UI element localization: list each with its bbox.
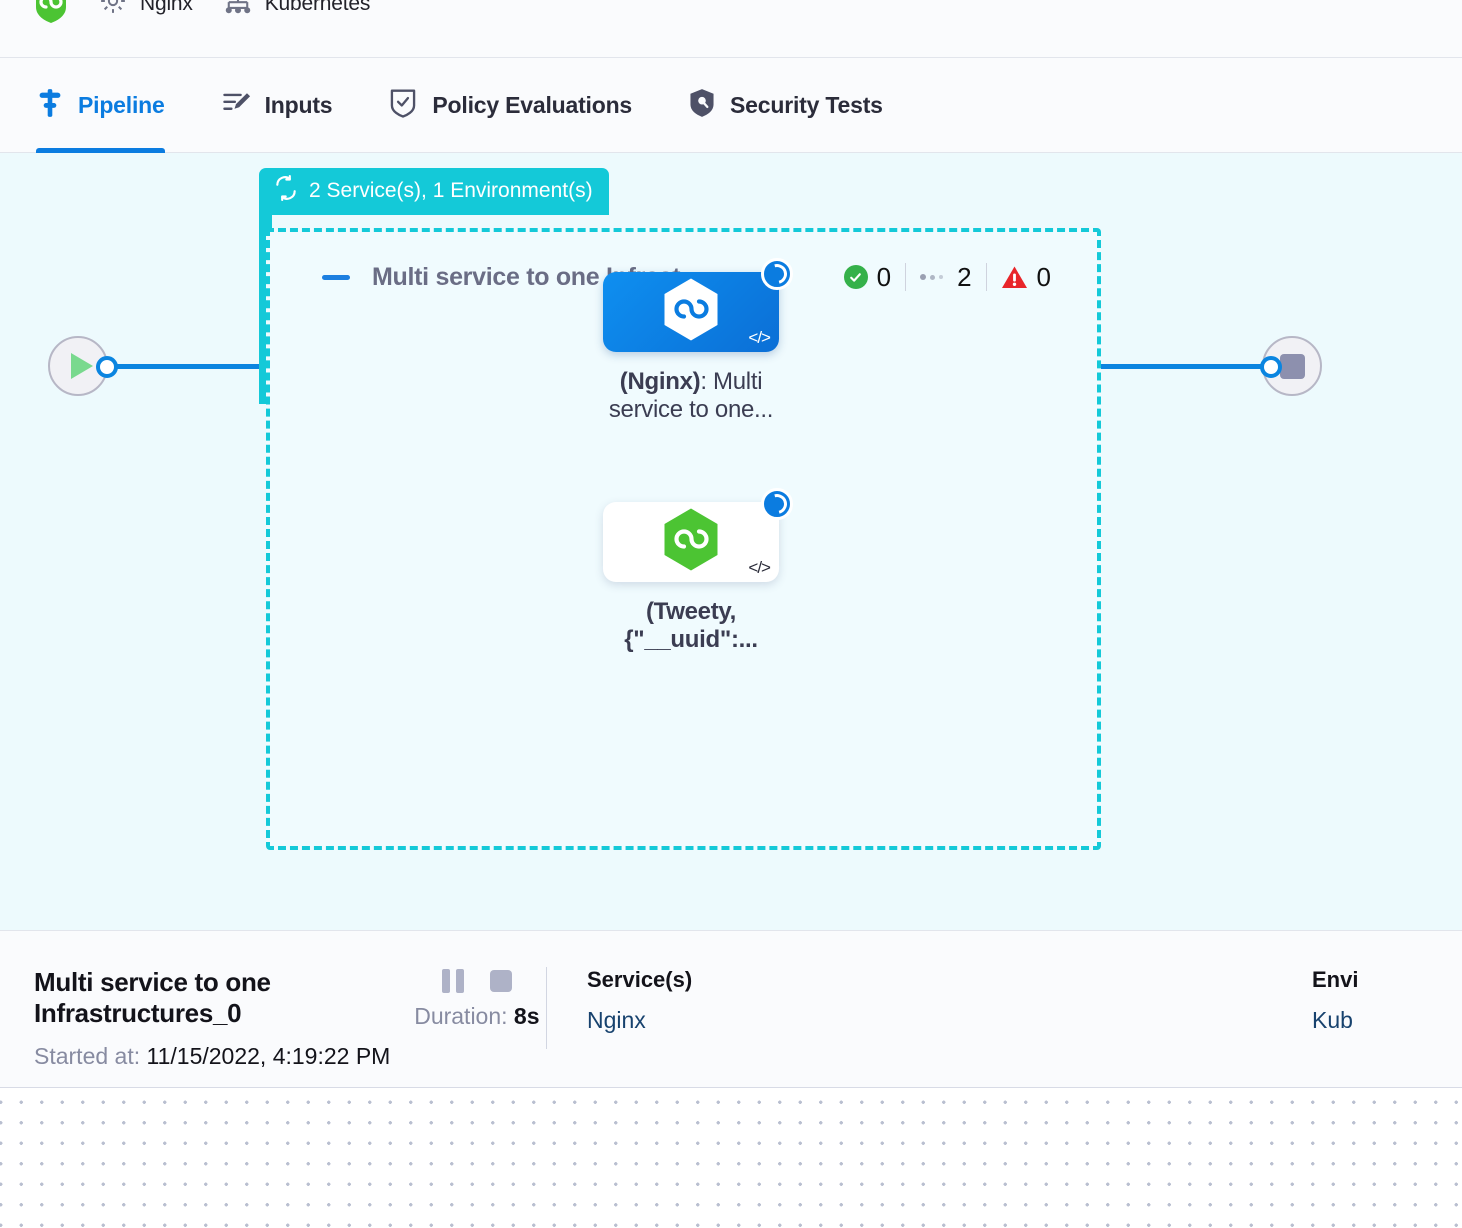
group-container[interactable]: Multi service to one Infrast... 0 [266, 228, 1101, 850]
group-badge[interactable]: 2 Service(s), 1 Environment(s) [259, 168, 609, 215]
counter-success-value: 0 [876, 261, 892, 292]
start-node-port[interactable] [96, 356, 118, 378]
kubernetes-icon [223, 0, 253, 21]
edge-group-to-end [1101, 364, 1271, 369]
breadcrumb-label-nginx: Nginx [140, 0, 193, 15]
harness-hex-icon [662, 278, 720, 347]
service-node-label-bold: (Tweety, [645, 598, 737, 625]
tab-inputs[interactable]: Inputs [221, 58, 361, 153]
execution-controls [407, 969, 546, 993]
tab-pipeline[interactable]: Pipeline [36, 58, 193, 153]
tab-policy-evaluations[interactable]: Policy Evaluations [388, 58, 660, 153]
detail-col-environments-link[interactable]: Kub [1312, 1007, 1353, 1033]
shield-hex-green-icon [34, 0, 68, 29]
service-node-nginx[interactable]: </> (Nginx): Multi service to one... [603, 258, 793, 425]
warning-triangle-icon [1001, 265, 1028, 290]
detail-col-services-head: Service(s) [587, 967, 693, 992]
spinner-running-icon [761, 258, 793, 290]
stop-icon [1279, 353, 1305, 379]
group-badge-label: 2 Service(s), 1 Environment(s) [309, 179, 593, 202]
check-circle-icon [843, 265, 868, 289]
harness-hex-icon [662, 508, 720, 577]
tab-label-policy-evaluations: Policy Evaluations [432, 91, 633, 118]
code-brackets-icon: </> [748, 328, 771, 347]
service-node-label-bold: (Nginx) [619, 368, 701, 395]
counter-failed-value: 0 [1036, 261, 1051, 292]
code-brackets-icon: </> [748, 558, 771, 577]
detail-main: Multi service to one Infrastructures_0 S… [0, 967, 407, 1070]
counter-success: 0 [830, 262, 905, 293]
breadcrumb: Nginx Kubernetes [0, 0, 1462, 58]
loop-repeat-icon [273, 175, 299, 207]
tab-security-tests[interactable]: Security Tests [688, 58, 911, 153]
breadcrumb-item-nginx[interactable]: Nginx [98, 0, 193, 21]
service-node-card[interactable]: </> [603, 488, 793, 582]
detail-duration-value: 8s [513, 1003, 540, 1029]
detail-col-environments-head: Envi [1312, 967, 1359, 992]
tab-label-pipeline: Pipeline [78, 91, 165, 118]
security-shield-icon [688, 88, 716, 123]
group-counters: 0 2 [830, 262, 1065, 293]
ellipsis-icon [920, 274, 948, 280]
service-node-label-rest: {"__uuid":... [624, 626, 758, 654]
detail-title: Multi service to one Infrastructures_0 [34, 967, 271, 1028]
service-node-tweety[interactable]: </> (Tweety, {"__uuid":... [603, 488, 793, 655]
detail-divider [546, 967, 547, 1049]
pipeline-canvas[interactable]: 2 Service(s), 1 Environment(s) Multi ser… [0, 153, 1462, 930]
breadcrumb-item-shield[interactable] [34, 0, 68, 29]
inputs-icon [221, 88, 251, 123]
stop-square-icon[interactable] [489, 970, 512, 992]
counter-running: 2 [906, 262, 985, 293]
detail-started-label: Started at: [34, 1043, 141, 1069]
end-node-port[interactable] [1260, 356, 1282, 378]
edge-start-to-group [110, 364, 270, 369]
breadcrumb-item-kubernetes[interactable]: Kubernetes [223, 0, 370, 21]
service-node-card[interactable]: </> [603, 258, 793, 352]
detail-duration: Duration: 8s [407, 1003, 546, 1030]
tab-label-security-tests: Security Tests [730, 91, 883, 118]
breadcrumb-label-kubernetes: Kubernetes [264, 0, 371, 15]
execution-detail-panel: Multi service to one Infrastructures_0 S… [0, 930, 1462, 1088]
spinner-running-icon [761, 488, 793, 520]
counter-divider [985, 263, 987, 291]
tab-label-inputs: Inputs [264, 91, 333, 118]
detail-col-services-link[interactable]: Nginx [587, 1007, 646, 1033]
play-icon [70, 353, 93, 379]
counter-running-value: 2 [957, 261, 972, 292]
collapse-dash-icon[interactable] [322, 274, 350, 280]
detail-started-at: Started at: 11/15/2022, 4:19:22 PM [34, 1043, 407, 1070]
detail-started-value: 11/15/2022, 4:19:22 PM [146, 1043, 391, 1069]
gear-icon [98, 0, 128, 21]
service-node-label: (Nginx): Multi service to one... [603, 368, 779, 425]
policy-shield-check-icon [388, 87, 418, 124]
detail-duration-block: Duration: 8s [407, 967, 546, 1030]
dotted-grid-background [0, 1088, 1462, 1228]
detail-duration-label: Duration: [414, 1003, 508, 1029]
counter-failed: 0 [987, 262, 1065, 293]
detail-col-services: Service(s) Nginx [587, 967, 737, 1034]
service-node-label-rest: : Multi service to one... [608, 368, 774, 424]
pause-icon[interactable] [441, 969, 464, 993]
counter-divider [905, 263, 907, 291]
detail-col-environments: Envi Kub [1312, 967, 1462, 1034]
tab-bar: Pipeline Inputs Policy Evaluations [0, 58, 1462, 153]
pipeline-icon [36, 88, 64, 123]
service-node-label: (Tweety, {"__uuid":... [603, 598, 779, 655]
